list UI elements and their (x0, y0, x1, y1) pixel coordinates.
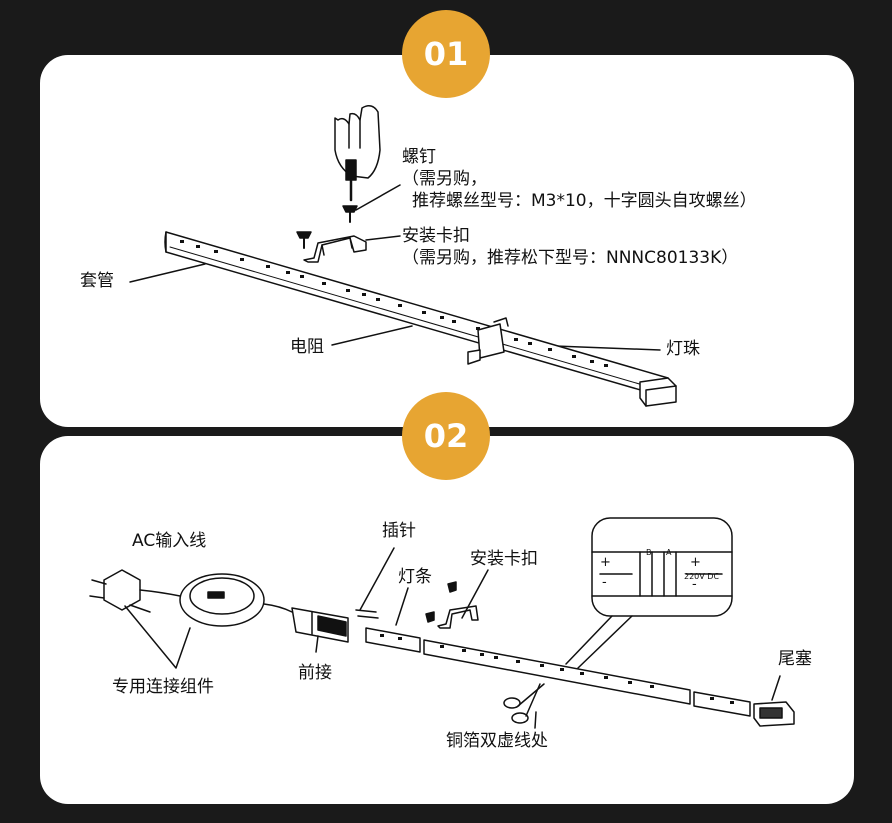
controller-box-icon (179, 573, 293, 627)
inset-plus-left: + (600, 555, 611, 570)
ac-input-label: AC输入线 (132, 531, 207, 551)
inset-minus-left: - (602, 575, 607, 590)
step-1-badge: 01 (402, 10, 490, 98)
pin-icon (355, 609, 379, 619)
copper-pad-detail-inset (565, 517, 733, 669)
cut-point-label: 铜箔双虚线处 (446, 731, 548, 751)
tail-plug-label: 尾塞 (778, 649, 812, 669)
clip-note: （需另购，推荐松下型号：NNNC80133K） (402, 248, 739, 268)
strip-label: 灯条 (398, 567, 432, 587)
ac-plug-icon (89, 569, 181, 611)
resistor-label: 电阻 (290, 337, 324, 357)
clip-label: 安装卡扣 (402, 226, 470, 246)
screw-icon (296, 231, 312, 249)
screw-icon (342, 205, 358, 223)
led-strip-segments (365, 627, 751, 717)
pin-label: 插针 (382, 521, 416, 541)
inset-mark-b: B (646, 548, 652, 557)
screwdriver-hand-icon (334, 105, 381, 202)
scissors-icon (503, 683, 545, 724)
inset-mark-a: A (666, 548, 672, 557)
installed-clip-icon (467, 317, 509, 365)
inset-voltage: 220V DC (684, 572, 720, 581)
led-bead-label: 灯珠 (666, 339, 700, 359)
mounting-clip-icon (437, 605, 479, 629)
screw-note-1: （需另购， (402, 169, 487, 189)
front-connector-label: 前接 (298, 663, 332, 683)
screw-label: 螺钉 (402, 147, 436, 167)
mounting-clip-icon (303, 235, 367, 263)
sleeve-label: 套管 (80, 271, 114, 291)
screw-note-2: 推荐螺丝型号：M3*10，十字圆头自攻螺丝） (412, 191, 757, 211)
dedicated-kit-label: 专用连接组件 (112, 677, 214, 697)
screw-icon (425, 581, 457, 623)
inset-minus-right: - (692, 577, 697, 592)
front-connector-icon (291, 607, 349, 643)
step-2-badge: 02 (402, 392, 490, 480)
clip-label-2: 安装卡扣 (470, 549, 538, 569)
inset-plus-right: + (690, 555, 701, 570)
tail-plug-icon (753, 701, 795, 727)
